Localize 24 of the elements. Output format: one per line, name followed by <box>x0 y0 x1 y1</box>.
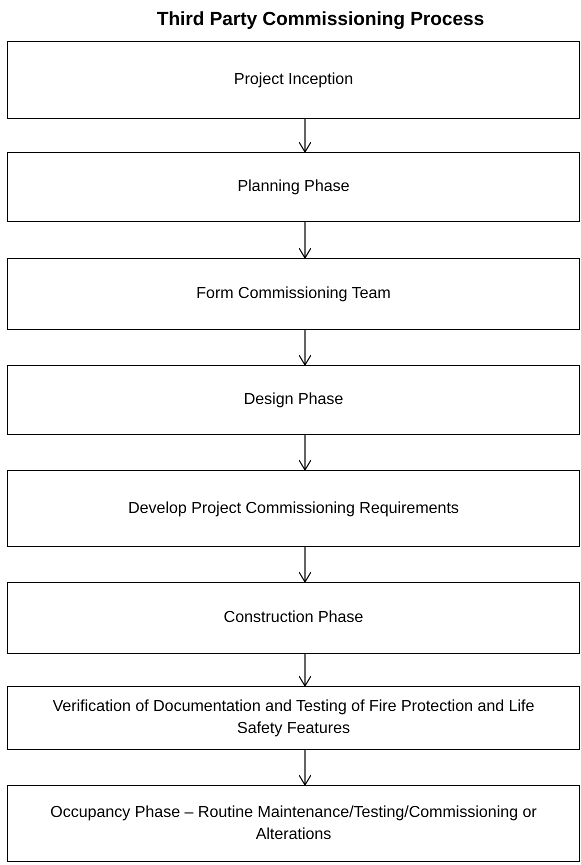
arrow <box>298 654 312 687</box>
diagram-title: Third Party Commissioning Process <box>156 8 486 32</box>
process-box <box>7 686 580 750</box>
arrow <box>298 330 312 366</box>
process-box <box>7 582 580 654</box>
process-label: Design Phase <box>244 390 344 410</box>
process-label: Develop Project Commissioning Requirements <box>128 498 459 518</box>
arrow <box>298 222 312 259</box>
arrow <box>298 547 312 583</box>
process-box <box>7 785 580 862</box>
arrow <box>298 750 312 786</box>
process-label: Project Inception <box>234 70 354 90</box>
arrow <box>298 119 312 153</box>
process-label: Occupancy Phase – Routine Maintenance/Testing/Commissioning or Alterations <box>49 802 538 844</box>
process-box <box>7 152 580 222</box>
process-box <box>7 258 580 330</box>
process-box <box>7 365 580 435</box>
process-label: Planning Phase <box>237 177 350 197</box>
process-label: Verification of Documentation and Testing of Fire Protection and Life Safety Features <box>52 697 536 739</box>
arrow <box>298 435 312 471</box>
process-label: Construction Phase <box>224 608 364 628</box>
process-box <box>7 470 580 547</box>
process-label: Form Commissioning Team <box>196 284 391 304</box>
process-box <box>7 41 580 119</box>
